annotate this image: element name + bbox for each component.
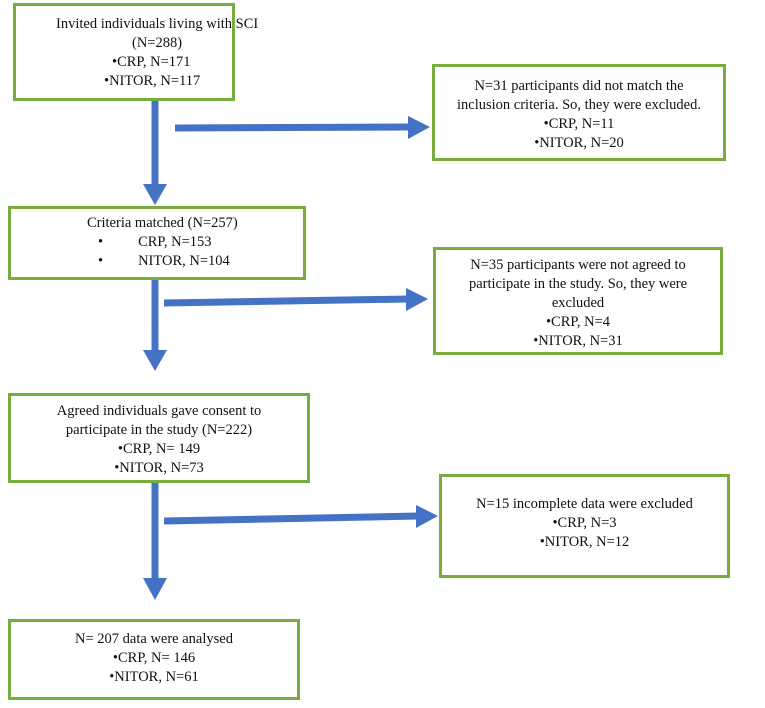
excluded-criteria-crp: •CRP, N=11 — [543, 116, 615, 132]
invited-crp: •CRP, N=171 — [112, 54, 191, 70]
not-agreed-crp: •CRP, N=4 — [545, 314, 611, 330]
analysed-line-1: N= 207 data were analysed — [75, 631, 233, 647]
right-arrow-3 — [163, 505, 438, 528]
incomplete-box: N=15 incomplete data were excluded •CRP,… — [439, 474, 730, 578]
invited-total: (N=288) — [132, 35, 183, 51]
invited-nitor: •NITOR, N=117 — [104, 73, 201, 89]
analysed-nitor: •NITOR, N=61 — [109, 669, 199, 685]
down-arrow-1 — [143, 101, 167, 205]
bullet-icon: • — [98, 253, 104, 269]
criteria-matched-box: Criteria matched (N=257) • CRP, N=153 • … — [8, 206, 306, 280]
agreed-line-2: participate in the study (N=222) — [65, 422, 253, 438]
not-agreed-box: N=35 participants were not agreed to par… — [433, 247, 723, 355]
bullet-icon: • — [98, 234, 104, 250]
incomplete-nitor: •NITOR, N=12 — [539, 534, 630, 550]
right-arrow-1 — [174, 116, 430, 139]
criteria-matched-nitor: NITOR, N=104 — [138, 253, 230, 269]
invited-box: Invited individuals living with SCI (N=2… — [13, 3, 259, 101]
not-agreed-line-1: N=35 participants were not agreed to — [470, 257, 686, 273]
not-agreed-nitor: •NITOR, N=31 — [533, 333, 623, 349]
invited-title: Invited individuals living with SCI — [56, 16, 259, 32]
agreed-nitor: •NITOR, N=73 — [114, 460, 204, 476]
excluded-criteria-box: N=31 participants did not match the incl… — [432, 64, 726, 161]
agreed-crp: •CRP, N= 149 — [117, 441, 201, 457]
agreed-line-1: Agreed individuals gave consent to — [56, 403, 262, 419]
not-agreed-line-3: excluded — [551, 295, 605, 311]
analysed-crp: •CRP, N= 146 — [112, 650, 196, 666]
excluded-criteria-nitor: •NITOR, N=20 — [534, 135, 624, 151]
excluded-criteria-line-1: N=31 participants did not match the — [474, 78, 684, 94]
excluded-criteria-line-2: inclusion criteria. So, they were exclud… — [456, 97, 701, 113]
criteria-matched-title: Criteria matched (N=257) — [87, 215, 238, 231]
down-arrow-2 — [143, 280, 167, 371]
analysed-box: N= 207 data were analysed •CRP, N= 146 •… — [8, 619, 300, 700]
incomplete-crp: •CRP, N=3 — [552, 515, 617, 531]
agreed-box: Agreed individuals gave consent to parti… — [8, 393, 310, 483]
right-arrow-2 — [163, 288, 428, 311]
criteria-matched-nitor-row: • NITOR, N=104 — [15, 252, 299, 271]
down-arrow-3 — [143, 483, 167, 600]
incomplete-line-1: N=15 incomplete data were excluded — [476, 496, 693, 512]
criteria-matched-crp-row: • CRP, N=153 — [15, 233, 299, 252]
criteria-matched-crp: CRP, N=153 — [138, 234, 212, 250]
not-agreed-line-2: participate in the study. So, they were — [468, 276, 688, 292]
